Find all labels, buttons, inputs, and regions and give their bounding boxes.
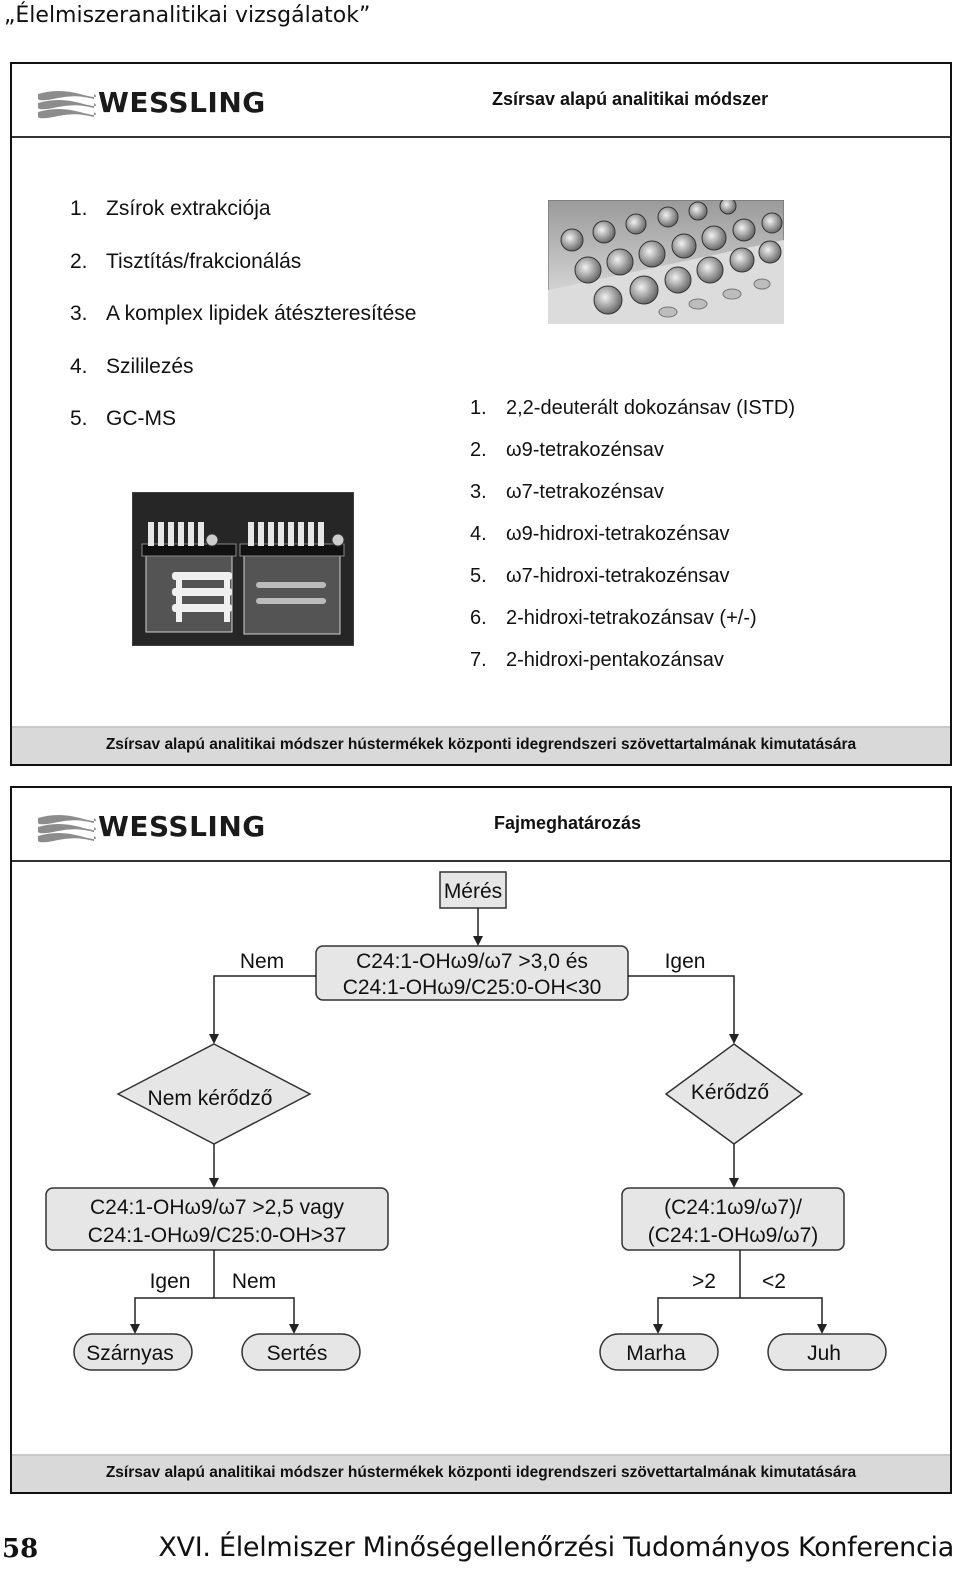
start-box [439,871,507,909]
right-gt-label: >2 [692,1270,716,1293]
slide-footer: Zsírsav alapú analitikai módszer hústerm… [12,1454,950,1492]
left-test-line1: C24:1-OHω9/ω7 >2,5 vagy [90,1196,344,1219]
non-ruminant-label: Nem kérődző [148,1087,273,1110]
wessling-logo: WESSLING [36,810,276,844]
slide-header: WESSLING Fajmeghatározás [12,788,950,862]
wessling-logo-text: WESSLING [98,810,266,843]
wessling-logo: WESSLING [36,86,276,120]
slide-analytical-method: WESSLING Zsírsav alapú analitikai módsze… [10,62,952,766]
pork-label: Sertés [267,1342,328,1365]
no-label: Nem [240,950,284,973]
wessling-wave-icon [38,91,97,119]
poultry-terminal [73,1333,193,1371]
sheep-label: Juh [807,1342,841,1365]
slide-species-determination: WESSLING Fajmeghatározás Mérés C24:1-OHω… [10,786,952,1494]
ruminant-label: Kérődző [691,1081,769,1104]
list-item: 2.ω9-tetrakozénsav [470,439,664,461]
slide-header: WESSLING Zsírsav alapú analitikai módsze… [12,64,950,138]
list-item: 4.Szililezés [70,354,194,378]
species-flowchart: Mérés C24:1-OHω9/ω7 >3,0 és C24:1-OHω9/C… [45,871,887,1371]
slide-title: Zsírsav alapú analitikai módszer [492,89,769,109]
page-number: 58 [2,1534,39,1564]
list-item: 1.2,2-deuterált dokozánsav (ISTD) [470,397,796,419]
main-decision-box [315,945,629,1001]
left-test-line2: C24:1-OHω9/C25:0-OH>37 [88,1224,347,1247]
beef-terminal [599,1333,719,1371]
list-item: 2.Tisztítás/frakcionálás [70,249,302,273]
spe-manifold-photo [132,492,354,646]
poultry-label: Szárnyas [86,1342,174,1365]
yes-label: Igen [665,950,706,973]
list-item: 1.Zsírok extrakciója [70,197,271,220]
left-yes-label: Igen [150,1270,191,1293]
compounds-list: 1.2,2-deuterált dokozánsav (ISTD) 2.ω9-t… [470,394,795,688]
right-test-box [621,1187,845,1251]
list-item: 5.GC-MS [70,407,176,430]
left-no-label: Nem [232,1270,276,1293]
vial-rack-photo [548,200,784,324]
slide-title: Fajmeghatározás [494,813,642,833]
list-item: 3.A komplex lipidek átészteresítése [70,302,417,325]
wessling-logo-text: WESSLING [98,86,266,119]
main-decision-line1: C24:1-OHω9/ω7 >3,0 és [356,950,588,973]
right-lt-label: <2 [762,1270,786,1293]
list-item: 5.ω7-hidroxi-tetrakozénsav [470,565,730,587]
wessling-wave-icon [38,815,97,843]
list-item: 4.ω9-hidroxi-tetrakozénsav [470,523,730,545]
list-item: 3.ω7-tetrakozénsav [470,481,664,503]
sheep-terminal [767,1333,887,1371]
left-test-box [45,1187,389,1251]
procedure-steps-list: 1.Zsírok extrakciója 2.Tisztítás/frakcio… [70,194,417,457]
beef-label: Marha [626,1342,686,1365]
right-test-line1: (C24:1ω9/ω7)/ [664,1196,802,1219]
page-header-title: „Élelmiszeranalitikai vizsgálatok” [4,3,371,28]
start-label: Mérés [444,880,502,903]
right-test-line2: (C24:1-OHω9/ω7) [648,1224,819,1247]
list-item: 7.2-hidroxi-pentakozánsav [470,649,724,671]
main-decision-line2: C24:1-OHω9/C25:0-OH<30 [343,976,602,999]
pork-terminal [241,1333,361,1371]
list-item: 6.2-hidroxi-tetrakozánsav (+/-) [470,607,757,629]
slide-footer: Zsírsav alapú analitikai módszer hústerm… [12,726,950,764]
conference-title: XVI. Élelmiszer Minőségellenőrzési Tudom… [158,1532,954,1563]
